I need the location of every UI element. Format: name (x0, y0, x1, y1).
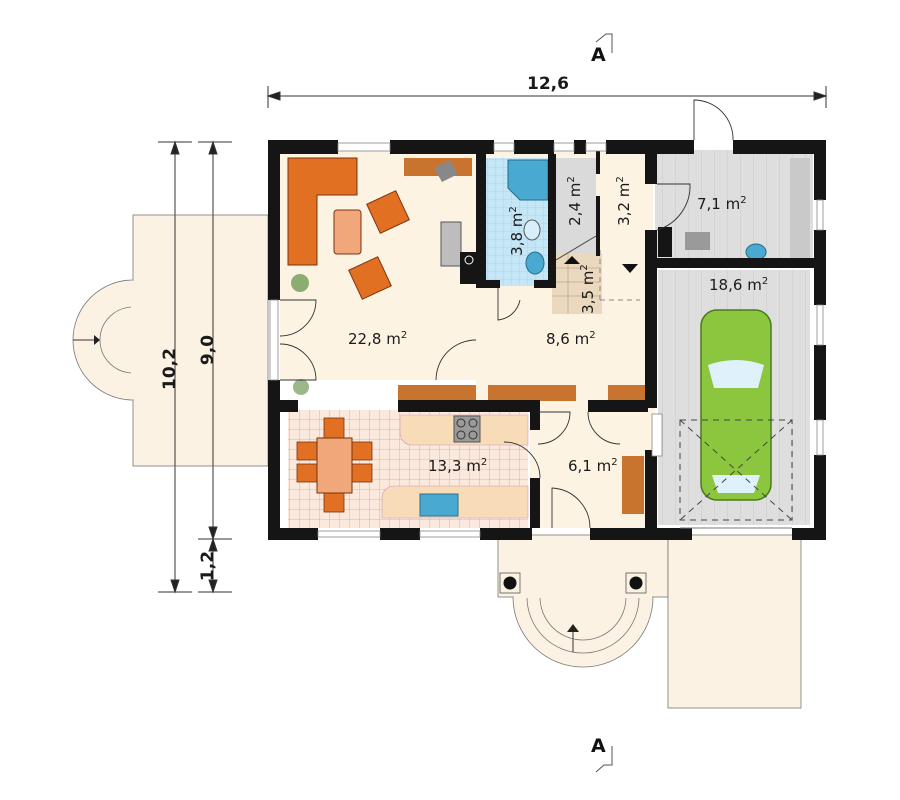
room-label-kitchen: 13,3 m2 (428, 457, 488, 475)
section-mark-top: A (591, 44, 606, 66)
room-label-garage: 18,6 m2 (709, 276, 769, 294)
driveway (667, 534, 802, 709)
room-label-vestibule: 6,1 m2 (568, 457, 618, 475)
windows (269, 142, 824, 538)
dining-set (296, 417, 373, 513)
room-label-boiler: 7,1 m2 (697, 195, 747, 213)
car-symbol (700, 309, 772, 501)
dimension-porch-depth: 1,2 (198, 550, 218, 582)
dimension-overall-depth: 10,2 (160, 348, 180, 390)
front-porch (497, 534, 669, 668)
section-markers (595, 33, 613, 773)
room-label-stairs: 3,5 m2 (579, 264, 597, 314)
side-terrace (72, 214, 269, 467)
garage-door-swing (679, 419, 793, 521)
room-label-pantry: 3,2 m2 (615, 176, 633, 226)
dimension-overall-width: 12,6 (527, 74, 569, 94)
door-swings (279, 99, 792, 529)
room-label-living: 22,8 m2 (348, 330, 408, 348)
room-label-bathroom: 3,8 m2 (508, 206, 526, 256)
room-label-storage: 2,4 m2 (566, 176, 584, 226)
plants (291, 274, 309, 395)
dimension-house-depth: 9,0 (198, 334, 218, 366)
room-label-hall: 8,6 m2 (546, 330, 596, 348)
section-mark-bottom: A (591, 735, 606, 757)
walls (268, 140, 826, 540)
